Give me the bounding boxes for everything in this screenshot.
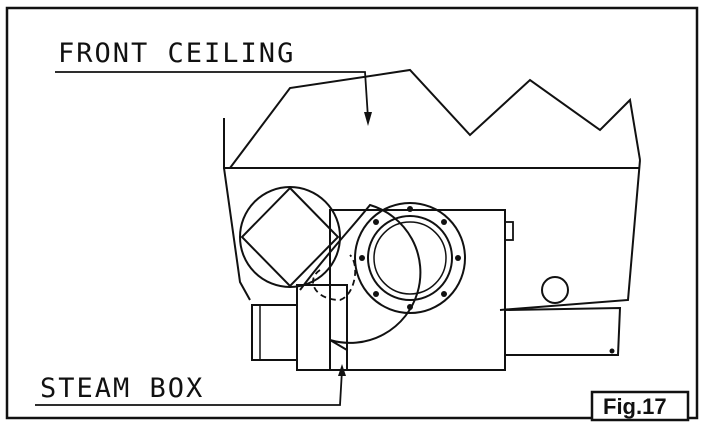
bolt-holes xyxy=(359,206,461,310)
front-ceiling-leader xyxy=(55,71,369,119)
sight-port-circle xyxy=(541,276,569,304)
flange-inner-ring xyxy=(367,215,453,301)
hidden-line-dashed xyxy=(312,254,357,301)
steam-box-arrowhead xyxy=(338,364,346,376)
figure-label-box xyxy=(590,390,690,422)
body-right-side xyxy=(499,159,641,311)
damper-circle xyxy=(239,186,341,288)
front-ceiling-outline xyxy=(223,68,641,169)
front-ceiling-label: FRONT CEILING xyxy=(58,38,295,69)
bolt-hole xyxy=(359,255,365,261)
flange-outer-ring xyxy=(354,202,466,314)
body-outline xyxy=(223,167,251,301)
front-ceiling-arrowhead xyxy=(364,112,372,126)
bolt-hole xyxy=(455,255,461,261)
bolt-hole xyxy=(407,206,413,212)
side-tab xyxy=(504,221,514,241)
bolt-hole xyxy=(441,219,447,225)
left-lower-block xyxy=(251,304,298,361)
steam-box-lower-plate xyxy=(296,284,348,371)
steam-box-label: STEAM BOX xyxy=(40,373,204,404)
bolt-hole xyxy=(407,304,413,310)
outer-border xyxy=(5,6,699,420)
bolt-hole xyxy=(373,291,379,297)
fan-scroll xyxy=(299,203,422,351)
steam-box-housing xyxy=(329,209,506,371)
damper-square xyxy=(240,186,340,288)
steam-box-leader xyxy=(35,369,343,406)
flange-bore xyxy=(373,221,447,295)
bolt-hole xyxy=(441,291,447,297)
bracket-pin xyxy=(609,348,615,354)
right-bracket xyxy=(504,306,622,356)
bolt-hole xyxy=(373,219,379,225)
figure-label: Fig.17 xyxy=(603,394,667,419)
